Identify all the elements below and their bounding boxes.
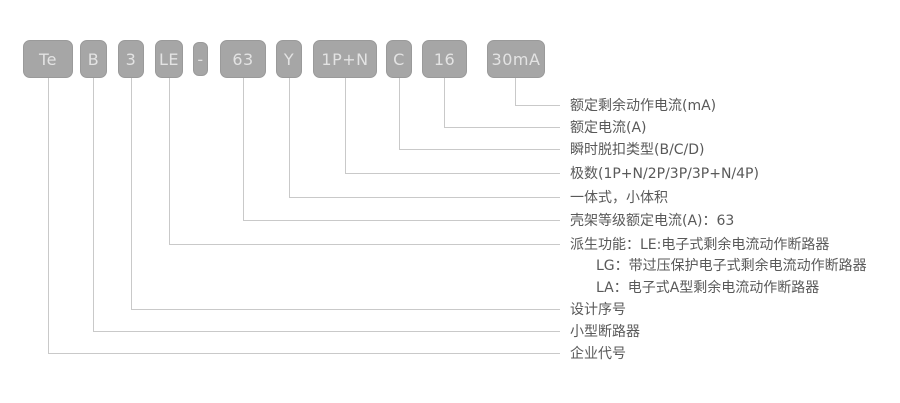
code-box-dash: - [193, 42, 208, 76]
annotation-derived-function-le: 派生功能：LE:电子式剩余电流动作断路器 [570, 237, 830, 253]
connector-line-b [93, 78, 560, 332]
code-box-30ma: 30mA [487, 40, 545, 78]
code-box-b: B [80, 40, 107, 78]
code-box-3: 3 [118, 40, 144, 78]
connector-line-y [289, 78, 560, 198]
annotation-instantaneous-trip-type: 瞬时脱扣类型(B/C/D) [570, 142, 705, 158]
connector-line-30ma [515, 78, 560, 106]
code-box-te: Te [23, 40, 73, 78]
annotation-integrated-compact: 一体式，小体积 [570, 190, 668, 206]
code-box-63: 63 [220, 40, 266, 78]
annotation-miniature-circuit-breaker: 小型断路器 [570, 324, 640, 340]
connector-line-le [169, 78, 560, 245]
annotation-rated-residual-operating-current: 额定剩余动作电流(mA) [570, 98, 717, 114]
annotation-frame-rated-current: 壳架等级额定电流(A)：63 [570, 213, 735, 229]
annotation-derived-function-la: LA：电子式A型剩余电流动作断路器 [596, 280, 820, 296]
code-box-16: 16 [422, 40, 467, 78]
connector-line-c [399, 78, 560, 150]
annotation-design-serial-number: 设计序号 [570, 302, 626, 318]
connector-line-16 [444, 78, 560, 128]
connector-line-1p-n [345, 78, 560, 174]
connector-line-3 [131, 78, 560, 310]
annotation-number-of-poles: 极数(1P+N/2P/3P/3P+N/4P) [570, 166, 759, 182]
code-box-1p-n: 1P+N [313, 40, 377, 78]
code-box-c: C [386, 40, 412, 78]
connector-line-te [48, 78, 560, 354]
code-box-y: Y [276, 40, 302, 78]
annotation-enterprise-code: 企业代号 [570, 346, 626, 362]
annotation-derived-function-lg: LG：带过压保护电子式剩余电流动作断路器 [596, 258, 867, 274]
connector-line-63 [243, 78, 560, 221]
code-box-le: LE [155, 40, 183, 78]
annotation-rated-current: 额定电流(A) [570, 120, 647, 136]
